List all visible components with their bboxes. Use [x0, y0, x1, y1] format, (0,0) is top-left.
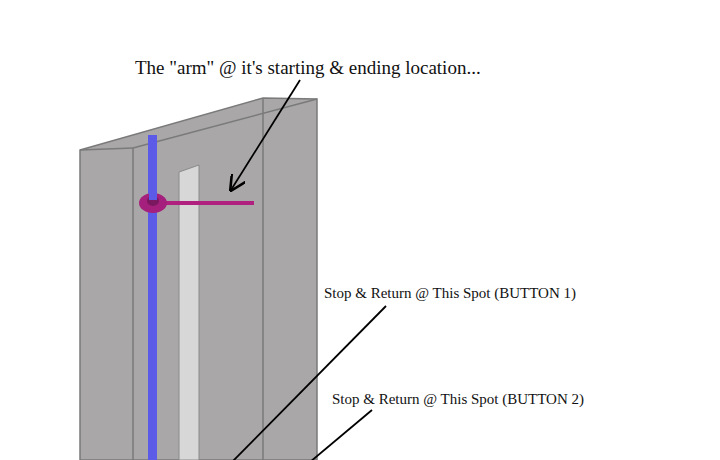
housing-edge	[262, 99, 264, 460]
housing	[80, 98, 317, 460]
guide-rod	[149, 190, 157, 200]
annotation-label: The "arm" @ it's starting & ending locat…	[135, 57, 481, 80]
annotation-label: Stop & Return @ This Spot (BUTTON 1)	[324, 284, 576, 302]
slot	[179, 165, 199, 460]
leader-line	[310, 410, 372, 460]
housing-edge	[133, 99, 317, 148]
leader-arrow	[231, 80, 300, 190]
arm	[160, 201, 254, 205]
housing-edge	[132, 148, 134, 460]
leader-line	[232, 306, 386, 460]
housing-edge	[80, 148, 133, 150]
guide-rod	[148, 135, 157, 460]
annotation-label: Stop & Return @ This Spot (BUTTON 2)	[332, 390, 584, 408]
